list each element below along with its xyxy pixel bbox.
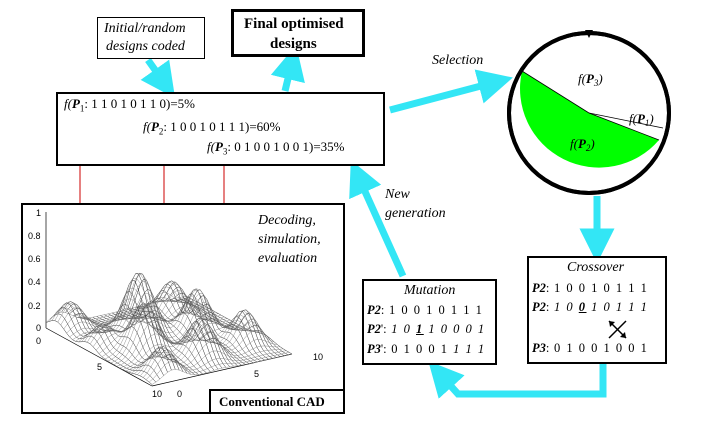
roulette-wheel: f(P3) f(P2) f(P1) [507, 30, 671, 195]
z-tick-0: 0 [36, 323, 42, 333]
arrow-crossover-to-mutation [428, 360, 607, 399]
final-designs-box: Final optimised designs [231, 9, 365, 57]
final-line1: Final optimised [244, 16, 344, 32]
crossover-row-3: P3: 0 1 0 0 1 0 0 1 [532, 341, 649, 355]
x-tick-5: 5 [97, 362, 103, 372]
wheel-label-p1: f(P1) [629, 111, 654, 128]
decoding-line3: evaluation [258, 251, 318, 266]
wheel-label-p2: f(P2) [570, 136, 595, 153]
mutation-row-2: P2': 1 0 1 1 0 0 0 1 [367, 322, 486, 336]
fitness-p1: f(P1: 1 1 0 1 0 1 1 0)=5% [64, 96, 196, 114]
initial-line1: Initial/random [104, 21, 186, 36]
arrow-mutation-to-population [349, 160, 407, 278]
mutation-title: Mutation [404, 283, 456, 298]
z-tick-0.2: 0.2 [28, 301, 41, 311]
z-tick-0.8: 0.8 [28, 231, 41, 241]
z-tick-1: 1 [36, 208, 42, 218]
crossover-title: Crossover [567, 260, 625, 275]
final-line2: designs [270, 36, 317, 52]
x-tick-10: 10 [152, 389, 163, 399]
crossover-row-1: P2: 1 0 0 1 0 1 1 1 [532, 281, 649, 295]
fitness-p3: f(P3: 0 1 0 0 1 0 0 1)=35% [207, 139, 345, 157]
crossover-swap-icon [608, 320, 627, 339]
fitness-surface-plot [45, 212, 293, 387]
selection-label: Selection [432, 53, 484, 68]
crossover-box [527, 256, 667, 364]
population-box [56, 92, 385, 166]
y-tick-10: 10 [313, 352, 324, 362]
cad-label: Conventional CAD [219, 394, 325, 409]
x-tick-0: 0 [36, 336, 42, 346]
initial-line2: designs coded [106, 39, 185, 54]
arrow-population-to-final [270, 44, 305, 92]
initial-designs-box: Initial/random designs coded [97, 17, 205, 59]
crossover-row-2: P2: 1 0 0 1 0 1 1 1 [532, 300, 649, 314]
mutation-row-1: P2: 1 0 0 1 0 1 1 1 [367, 303, 484, 317]
fitness-p2: f(P2: 1 0 0 1 0 1 1 1)=60% [143, 119, 281, 137]
wheel-label-p3: f(P3) [578, 71, 603, 88]
decoding-line2: simulation, [258, 232, 321, 247]
y-tick-0: 0 [177, 389, 183, 399]
arrow-population-to-wheel [389, 69, 513, 114]
mutation-box [362, 279, 497, 365]
new-generation-line1: New [385, 187, 410, 202]
mutation-row-3: P3': 0 1 0 0 1 1 1 1 [367, 342, 486, 356]
new-generation-line2: generation [385, 206, 446, 221]
arrow-initial-to-population [140, 57, 176, 99]
wheel-slice-p2 [520, 71, 659, 168]
cad-label-box: Conventional CAD [209, 389, 345, 414]
z-tick-0.4: 0.4 [28, 277, 41, 287]
decoding-line1: Decoding, [258, 213, 316, 228]
z-tick-0.6: 0.6 [28, 254, 41, 264]
wheel-pointer [585, 30, 593, 38]
surface-mesh [45, 272, 293, 385]
y-tick-5: 5 [254, 369, 260, 379]
